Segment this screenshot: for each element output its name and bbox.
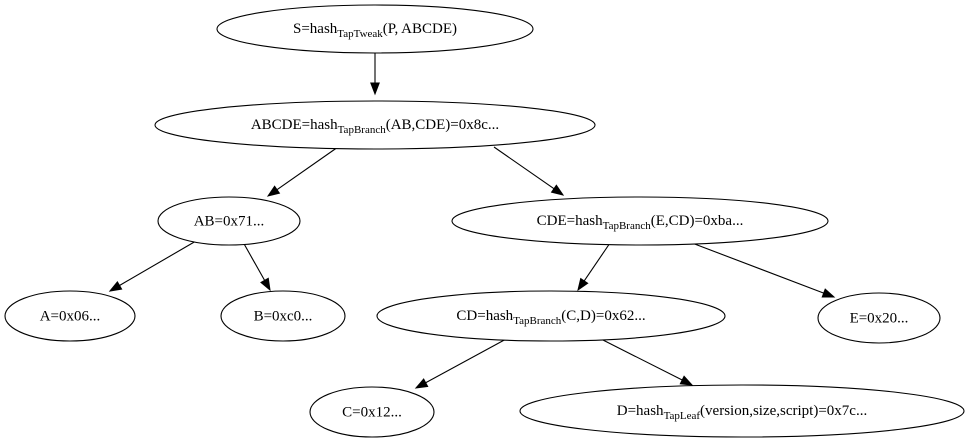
edge-line [119, 240, 197, 286]
node-ellipse [4, 290, 136, 342]
node-c[interactable]: C=0x12... [309, 386, 435, 438]
node-abcde[interactable]: ABCDE=hashTapBranch(AB,CDE)=0x8c... [154, 100, 596, 150]
node-s[interactable]: S=hashTapTweak(P, ABCDE) [216, 4, 534, 54]
node-label: E=0x20... [850, 310, 909, 326]
arrowhead-icon [821, 288, 836, 298]
node-ellipse [220, 290, 346, 342]
node-ellipse [157, 196, 301, 246]
edge-ab-to-b [242, 241, 271, 292]
edge-ab-to-a [108, 240, 197, 292]
node-ellipse [154, 100, 596, 150]
edge-cd-to-c [414, 337, 509, 389]
node-cd[interactable]: CD=hashTapBranch(C,D)=0x62... [376, 290, 726, 342]
node-d[interactable]: D=hashTapLeaf(version,size,script)=0x7c.… [519, 384, 965, 438]
node-label: S=hashTapTweak(P, ABCDE) [293, 21, 457, 39]
arrowhead-icon [266, 185, 281, 197]
node-ellipse [519, 384, 965, 438]
arrowhead-icon [370, 82, 380, 96]
edge-line [276, 146, 339, 191]
node-e[interactable]: E=0x20... [817, 292, 941, 344]
arrowhead-icon [108, 280, 123, 292]
node-label: B=0xc0... [254, 308, 313, 324]
arrowhead-icon [414, 378, 429, 389]
node-ellipse [376, 290, 726, 342]
arrowhead-icon [679, 375, 694, 386]
node-a[interactable]: A=0x06... [4, 290, 136, 342]
node-ellipse [309, 386, 435, 438]
edge-line [242, 241, 266, 281]
node-cde[interactable]: CDE=hashTapBranch(E,CD)=0xba... [451, 196, 829, 246]
nodes-layer: S=hashTapTweak(P, ABCDE) ABCDE=hashTapBra… [4, 4, 965, 438]
edge-line [598, 337, 683, 381]
edge-line [583, 242, 611, 282]
node-label: A=0x06... [40, 308, 101, 324]
node-label: D=hashTapLeaf(version,size,script)=0x7c.… [617, 403, 867, 421]
edge-cde-to-cd [577, 242, 611, 292]
node-label: CDE=hashTapBranch(E,CD)=0xba... [537, 213, 744, 231]
node-ellipse [216, 4, 534, 54]
node-label: CD=hashTapBranch(C,D)=0x62... [456, 308, 645, 326]
edge-line [425, 337, 509, 384]
edges-layer [108, 53, 836, 389]
node-ellipse [451, 196, 829, 246]
node-ab[interactable]: AB=0x71... [157, 196, 301, 246]
node-label: C=0x12... [342, 404, 402, 420]
arrowhead-icon [550, 184, 565, 196]
edge-s-to-abcde [370, 53, 380, 96]
arrowhead-icon [577, 277, 589, 292]
edge-cde-to-e [691, 242, 836, 298]
edge-abcde-to-cde [493, 146, 565, 196]
node-label: ABCDE=hashTapBranch(AB,CDE)=0x8c... [251, 117, 499, 135]
edge-line [691, 242, 824, 294]
edge-cd-to-d [598, 337, 694, 386]
node-label: AB=0x71... [194, 213, 265, 229]
node-b[interactable]: B=0xc0... [220, 290, 346, 342]
node-ellipse [817, 292, 941, 344]
edge-line [493, 146, 555, 190]
arrowhead-icon [260, 277, 271, 292]
edge-abcde-to-ab [266, 146, 339, 197]
